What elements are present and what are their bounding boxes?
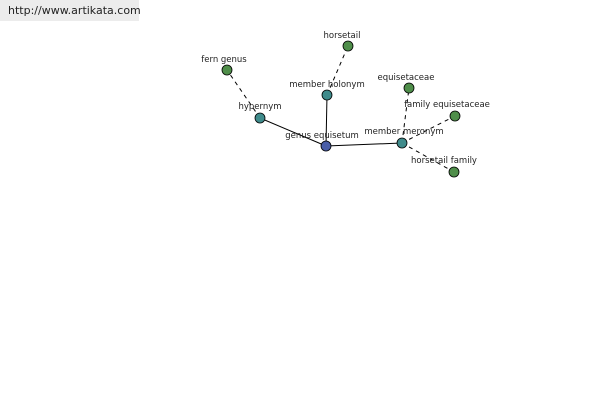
node-horsetail[interactable] (342, 40, 354, 52)
site-link[interactable]: http://www.artikata.com (8, 4, 141, 17)
node-label-genus-equisetum[interactable]: genus equisetum (285, 131, 359, 141)
node-horsetail-family[interactable] (448, 166, 460, 178)
edge-member-holonym-to-horsetail (326, 45, 349, 96)
node-member-meronym[interactable] (396, 137, 408, 149)
edge-member-meronym-to-horsetail-family (401, 142, 455, 173)
node-label-member-meronym[interactable]: member meronym (364, 127, 443, 137)
edge-member-meronym-to-equisetaceae (401, 87, 410, 144)
node-hypernym[interactable] (254, 112, 266, 124)
node-label-family-equisetaceae[interactable]: family equisetaceae (404, 100, 490, 110)
node-label-member-holonym[interactable]: member holonym (289, 80, 364, 90)
edge-genus-equisetum-to-member-meronym (325, 142, 403, 147)
edges-layer (226, 45, 456, 173)
node-label-fern-genus[interactable]: fern genus (201, 55, 247, 65)
node-member-holonym[interactable] (321, 89, 333, 101)
node-label-equisetaceae[interactable]: equisetaceae (378, 73, 435, 83)
node-genus-equisetum[interactable] (320, 140, 332, 152)
edge-genus-equisetum-to-hypernym (259, 117, 327, 147)
edge-hypernym-to-fern-genus (226, 69, 261, 119)
site-banner: http://www.artikata.com (0, 0, 141, 21)
labels-layer: genus equisetum hypernym member holonym mem… (201, 31, 490, 166)
edge-genus-equisetum-to-member-holonym (325, 94, 328, 147)
node-equisetaceae[interactable] (403, 82, 415, 94)
node-family-equisetaceae[interactable] (449, 110, 461, 122)
node-fern-genus[interactable] (221, 64, 233, 76)
nodes-layer (221, 40, 461, 178)
node-label-horsetail[interactable]: horsetail (323, 31, 360, 41)
node-label-horsetail-family[interactable]: horsetail family (411, 156, 477, 166)
edge-member-meronym-to-family-equisetaceae (401, 115, 456, 144)
node-label-hypernym[interactable]: hypernym (238, 102, 281, 112)
